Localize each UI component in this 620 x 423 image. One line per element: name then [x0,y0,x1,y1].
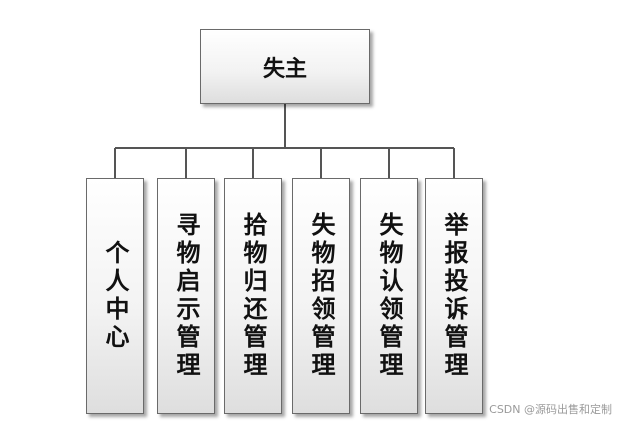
module-label: 失物认领管理 [375,212,403,380]
module-label: 拾物归还管理 [239,212,267,380]
module-node-report-complaint: 举报投诉管理 [425,178,483,414]
root-node-label: 失主 [262,56,307,82]
module-node-lost-and-found: 失物招领管理 [292,178,350,414]
module-label: 个人中心 [101,240,129,352]
module-node-found-item-return: 拾物归还管理 [224,178,282,414]
module-node-item-claim: 失物认领管理 [360,178,418,414]
module-node-lost-item-notice: 寻物启示管理 [157,178,215,414]
root-node: 失主 [200,29,370,104]
module-label: 失物招领管理 [307,212,335,380]
watermark: CSDN @源码出售和定制 [489,403,612,416]
module-node-personal-center: 个人中心 [86,178,144,414]
module-label: 寻物启示管理 [172,212,200,380]
module-label: 举报投诉管理 [440,212,468,380]
